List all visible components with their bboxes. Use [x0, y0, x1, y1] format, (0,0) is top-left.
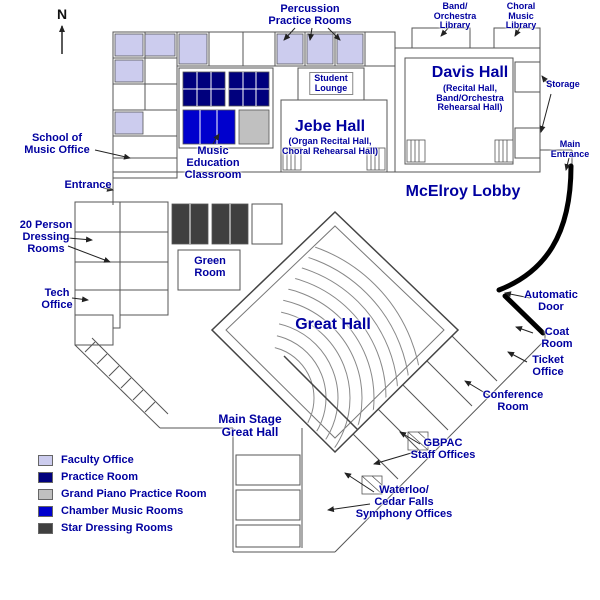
label-storage: Storage: [546, 79, 580, 89]
label-gbpac-staff-offices: GBPAC Staff Offices: [410, 437, 476, 461]
label-student-lounge: Student Lounge: [309, 72, 353, 96]
label-automatic-door: Automatic Door: [524, 289, 578, 313]
label-jebe-hall-sub: (Organ Recital Hall, Choral Rehearsal Ha…: [281, 136, 379, 156]
label-band-orchestra-library: Band/ Orchestra Library: [433, 1, 477, 31]
label-conference-room: Conference Room: [482, 389, 544, 413]
label-dressing-rooms: 20 Person Dressing Rooms: [19, 219, 73, 255]
legend-item-grand-piano-practice-room: Grand Piano Practice Room: [38, 488, 206, 500]
legend-item-faculty-office: Faculty Office: [38, 454, 206, 466]
label-entrance: Entrance: [64, 179, 112, 191]
label-davis-hall-sub: (Recital Hall, Band/Orchestra Rehearsal …: [436, 83, 504, 113]
label-percussion-practice-rooms: Percussion Practice Rooms: [268, 3, 352, 27]
legend-label-grand-piano-practice-room: Grand Piano Practice Room: [61, 488, 207, 500]
compass-n-label: N: [56, 6, 68, 22]
legend-swatch-grand-piano-practice-room: [38, 488, 53, 500]
legend-swatch-faculty-office: [38, 454, 53, 466]
label-davis-hall: Davis Hall: [431, 64, 509, 81]
legend-item-star-dressing-rooms: Star Dressing Rooms: [38, 522, 206, 534]
label-main-stage-great-hall: Main Stage Great Hall: [218, 412, 282, 439]
chamber-music-room-block: [182, 109, 236, 145]
label-ticket-office: Ticket Office: [532, 354, 564, 378]
percussion-practice-room: [336, 33, 364, 65]
legend-item-chamber-music-rooms: Chamber Music Rooms: [38, 505, 206, 517]
lobby-glass-wall: [496, 163, 574, 336]
label-choral-music-library: Choral Music Library: [505, 1, 537, 31]
label-tech-office: Tech Office: [41, 287, 73, 311]
label-great-hall: Great Hall: [295, 316, 371, 333]
walls-lower-building: [74, 172, 546, 553]
legend-swatch-star-dressing-rooms: [38, 522, 53, 534]
legend-label-practice-room: Practice Room: [61, 471, 139, 483]
legend-item-practice-room: Practice Room: [38, 471, 206, 483]
label-main-entrance: Main Entrance: [550, 139, 590, 159]
label-mcelroy-lobby: McElroy Lobby: [405, 183, 521, 200]
stage-front-line: [283, 355, 359, 431]
legend: Faculty Office Practice Room Grand Piano…: [38, 454, 206, 539]
grand-piano-practice-room-block: [238, 109, 270, 145]
legend-label-star-dressing-rooms: Star Dressing Rooms: [61, 522, 173, 534]
room-grid-lines: [183, 72, 269, 244]
legend-label-chamber-music-rooms: Chamber Music Rooms: [61, 505, 184, 517]
label-school-of-music-office: School of Music Office: [24, 132, 90, 156]
colored-rooms: [114, 33, 364, 245]
legend-label-faculty-office: Faculty Office: [61, 454, 134, 466]
label-symphony-offices: Waterloo/ Cedar Falls Symphony Offices: [355, 484, 453, 520]
percussion-practice-room: [306, 33, 334, 65]
faculty-office-room: [178, 33, 208, 65]
faculty-office-room: [114, 59, 144, 83]
percussion-practice-room: [276, 33, 304, 65]
legend-swatch-practice-room: [38, 471, 53, 483]
label-jebe-hall: Jebe Hall: [294, 118, 366, 135]
legend-swatch-chamber-music-rooms: [38, 505, 53, 517]
label-green-room: Green Room: [194, 255, 226, 279]
label-music-education-classroom: Music Education Classroom: [184, 145, 242, 181]
faculty-office-room: [114, 33, 144, 57]
faculty-office-room: [114, 111, 144, 135]
label-coat-room: Coat Room: [541, 326, 573, 350]
faculty-office-room: [144, 33, 176, 57]
leader-arrows: [67, 25, 571, 513]
